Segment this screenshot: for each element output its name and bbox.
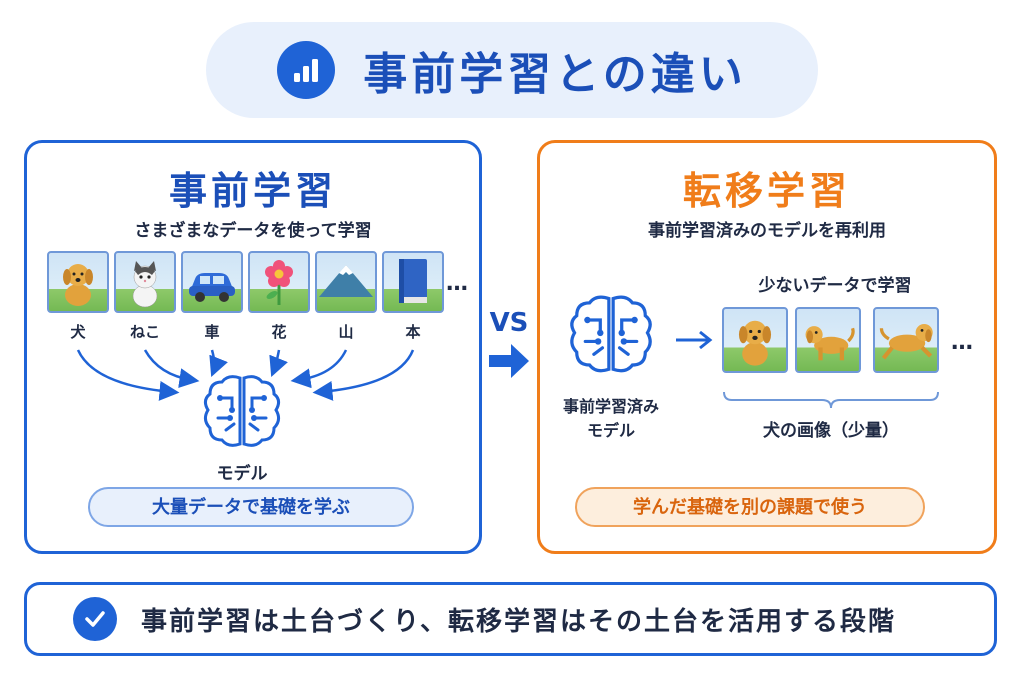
transfer-learning-summary: 学んだ基礎を別の課題で使う — [575, 487, 925, 527]
transfer-learning-subtitle: 事前学習済みのモデルを再利用 — [648, 221, 886, 241]
dog-icon — [47, 251, 109, 313]
pretrained-model-label-line2: モデル — [586, 421, 635, 440]
dog-image-1 — [722, 307, 788, 373]
flower-icon — [248, 251, 310, 313]
dog-images-caption: 犬の画像（少量） — [763, 421, 899, 441]
cat-icon — [114, 251, 176, 313]
pretrained-model-label-line1: 事前学習済み — [562, 397, 659, 416]
pretrained-brain-icon — [570, 295, 652, 373]
item-label-dog: 犬 — [70, 323, 86, 341]
pretraining-panel — [24, 140, 482, 554]
more-ellipsis: … — [446, 271, 468, 296]
transfer-learning-title: 転移学習 — [682, 169, 851, 213]
title-banner: 事前学習との違い — [206, 22, 818, 118]
bracket — [723, 391, 939, 409]
conclusion-banner: 事前学習は土台づくり、転移学習はその土台を活用する段階 — [24, 582, 997, 656]
pretraining-summary: 大量データで基礎を学ぶ — [88, 487, 414, 527]
pretrained-model-label: 事前学習済み モデル — [556, 395, 666, 443]
more-ellipsis-right: … — [951, 330, 973, 355]
converging-arrows — [76, 349, 415, 401]
right-arrow-icon — [489, 344, 529, 378]
small-data-label: 少ないデータで学習 — [758, 276, 912, 296]
mountain-icon — [315, 251, 377, 313]
item-label-book: 本 — [405, 323, 421, 341]
item-label-cat: ねこ — [129, 323, 160, 341]
item-label-car: 車 — [204, 323, 220, 341]
dog-image-2 — [795, 307, 861, 373]
vs-label: VS — [489, 308, 529, 338]
car-icon — [181, 251, 243, 313]
book-icon — [382, 251, 444, 313]
brain-icon — [203, 375, 281, 447]
bar-chart-icon — [277, 41, 336, 99]
pretraining-subtitle: さまざまなデータを使って学習 — [134, 221, 372, 241]
check-icon — [73, 597, 117, 641]
item-label-mountain: 山 — [338, 323, 354, 341]
page-title: 事前学習との違い — [363, 49, 747, 100]
dog-image-3 — [873, 307, 939, 373]
transfer-learning-panel — [537, 140, 997, 554]
model-label: モデル — [216, 464, 268, 484]
conclusion-text: 事前学習は土台づくり、転移学習はその土台を活用する段階 — [141, 606, 896, 637]
arrow-icon — [676, 330, 713, 350]
pretraining-title: 事前学習 — [168, 169, 337, 213]
item-label-flower: 花 — [271, 323, 287, 341]
